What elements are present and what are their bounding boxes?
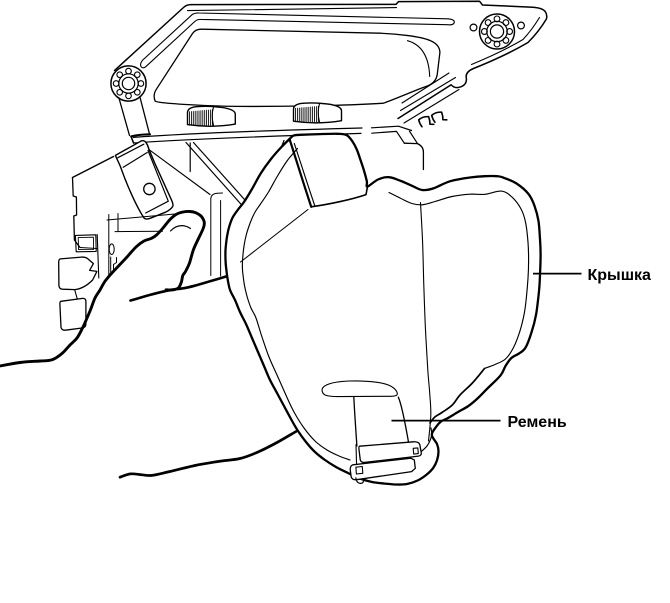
svg-text:Ремень: Ремень [508,414,567,431]
svg-text:Крышка: Крышка [588,267,652,284]
